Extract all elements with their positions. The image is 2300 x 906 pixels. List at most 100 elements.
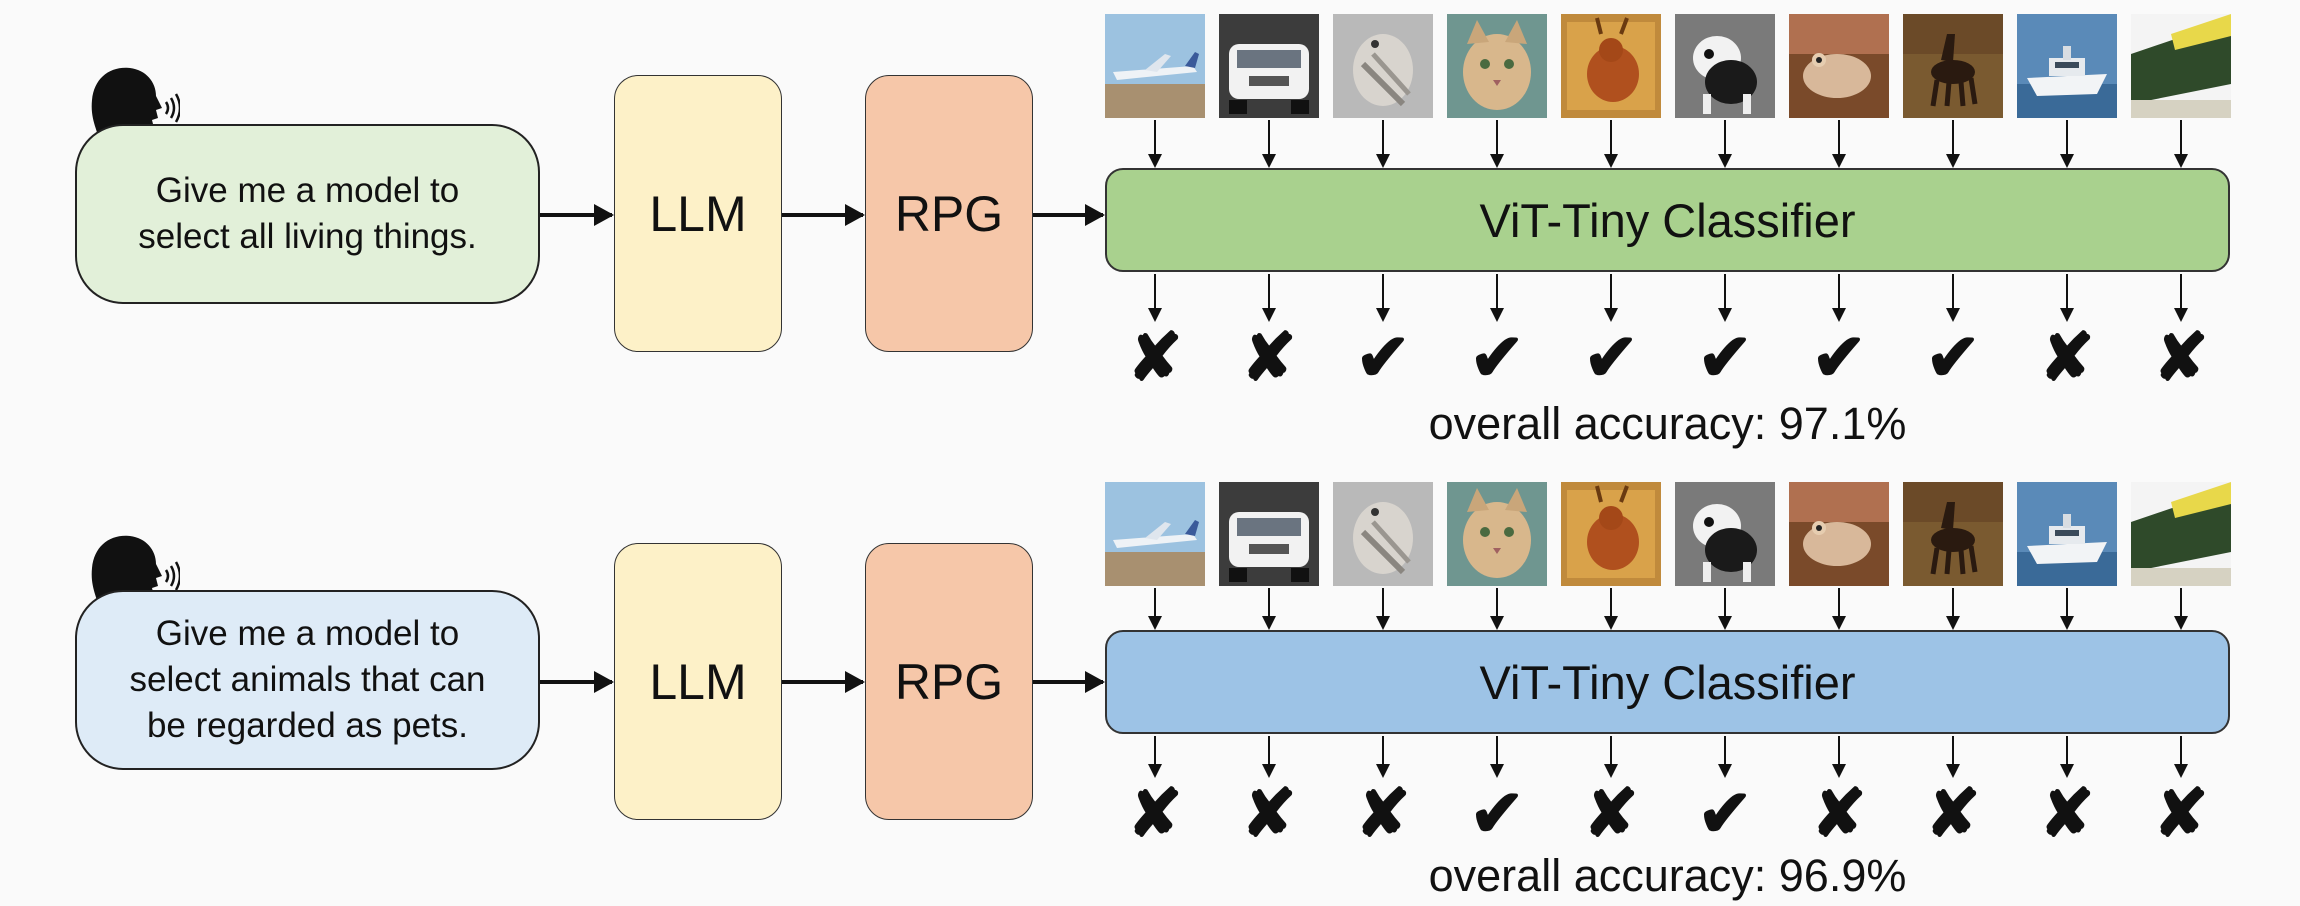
prompt-line: Give me a model to <box>155 171 460 210</box>
cross-mark-icon: ✘ <box>1355 776 1411 850</box>
thumbnail-ship <box>2017 482 2117 586</box>
arrow-image-to-classifier <box>1946 120 1960 168</box>
arrow-classifier-to-mark <box>1148 274 1162 322</box>
arrow-image-to-classifier <box>1718 120 1732 168</box>
thumbnail-bird <box>1333 14 1433 118</box>
llm-box: LLM <box>614 543 782 820</box>
arrow-image-to-classifier <box>1148 120 1162 168</box>
arrow-classifier-to-mark <box>1262 274 1276 322</box>
arrow-image-to-classifier <box>1376 120 1390 168</box>
arrow-image-to-classifier <box>1604 120 1618 168</box>
llm-box: LLM <box>614 75 782 352</box>
rpg-box: RPG <box>865 543 1033 820</box>
arrow-classifier-to-mark <box>1376 274 1390 322</box>
thumbnail-airplane <box>1105 482 1205 586</box>
arrow-classifier-to-mark <box>1490 274 1504 322</box>
arrow-image-to-classifier <box>1148 588 1162 630</box>
rpg-box: RPG <box>865 75 1033 352</box>
prompt-line: Give me a model to <box>155 614 460 653</box>
arrow-image-to-classifier <box>2060 120 2074 168</box>
cross-mark-icon: ✘ <box>1127 776 1183 850</box>
arrow-classifier-to-mark <box>1718 736 1732 778</box>
check-mark-icon: ✔ <box>1469 320 1525 394</box>
arrow-prompt-to-llm <box>540 671 614 693</box>
check-mark-icon: ✔ <box>1925 320 1981 394</box>
prompt-line: select animals that can <box>129 660 486 699</box>
classifier-box: ViT-Tiny Classifier <box>1105 168 2230 272</box>
thumbnail-airplane <box>1105 14 1205 118</box>
arrow-classifier-to-mark <box>2060 736 2074 778</box>
cross-mark-icon: ✘ <box>1127 320 1183 394</box>
arrow-image-to-classifier <box>2174 588 2188 630</box>
arrow-classifier-to-mark <box>1604 736 1618 778</box>
arrow-image-to-classifier <box>1376 588 1390 630</box>
arrow-image-to-classifier <box>2174 120 2188 168</box>
cross-mark-icon: ✘ <box>1241 320 1297 394</box>
cross-mark-icon: ✘ <box>1241 776 1297 850</box>
cross-mark-icon: ✘ <box>2039 776 2095 850</box>
arrow-classifier-to-mark <box>1832 274 1846 322</box>
cross-mark-icon: ✘ <box>1583 776 1639 850</box>
thumbnail-dog <box>1675 14 1775 118</box>
check-mark-icon: ✔ <box>1697 776 1753 850</box>
thumbnail-cat <box>1447 14 1547 118</box>
thumbnail-truck <box>2131 482 2231 586</box>
arrow-llm-to-rpg <box>782 204 865 226</box>
arrow-classifier-to-mark <box>1946 274 1960 322</box>
prompt-bubble: Give me a model to select all living thi… <box>75 124 540 304</box>
arrow-image-to-classifier <box>1832 588 1846 630</box>
accuracy-label: overall accuracy: 96.9% <box>1428 850 1907 901</box>
prompt-bubble: Give me a model to select animals that c… <box>75 590 540 770</box>
check-mark-icon: ✔ <box>1355 320 1411 394</box>
check-mark-icon: ✔ <box>1697 320 1753 394</box>
thumbnail-frog <box>1789 482 1889 586</box>
arrow-prompt-to-llm <box>540 204 614 226</box>
thumbnail-horse <box>1903 482 2003 586</box>
arrow-classifier-to-mark <box>2060 274 2074 322</box>
arrow-image-to-classifier <box>1946 588 1960 630</box>
arrow-classifier-to-mark <box>1718 274 1732 322</box>
thumbnail-automobile <box>1219 482 1319 586</box>
arrow-image-to-classifier <box>1718 588 1732 630</box>
arrow-classifier-to-mark <box>2174 736 2188 778</box>
thumbnail-deer <box>1561 14 1661 118</box>
cross-mark-icon: ✘ <box>2153 776 2209 850</box>
arrow-classifier-to-mark <box>1832 736 1846 778</box>
cross-mark-icon: ✘ <box>2153 320 2209 394</box>
cross-mark-icon: ✘ <box>2039 320 2095 394</box>
arrow-llm-to-rpg <box>782 671 865 693</box>
thumbnail-truck <box>2131 14 2231 118</box>
arrow-image-to-classifier <box>1832 120 1846 168</box>
cross-mark-icon: ✘ <box>1811 776 1867 850</box>
check-mark-icon: ✔ <box>1469 776 1525 850</box>
prompt-line: be regarded as pets. <box>146 706 469 745</box>
arrow-classifier-to-mark <box>1376 736 1390 778</box>
thumbnail-bird <box>1333 482 1433 586</box>
thumbnail-horse <box>1903 14 2003 118</box>
prompt-line: select all living things. <box>138 217 477 256</box>
thumbnail-ship <box>2017 14 2117 118</box>
arrow-classifier-to-mark <box>1262 736 1276 778</box>
arrow-classifier-to-mark <box>1148 736 1162 778</box>
arrow-image-to-classifier <box>1262 120 1276 168</box>
check-mark-icon: ✔ <box>1811 320 1867 394</box>
arrow-rpg-to-classifier <box>1033 204 1105 226</box>
accuracy-label: overall accuracy: 97.1% <box>1428 398 1907 449</box>
arrow-image-to-classifier <box>1604 588 1618 630</box>
thumbnail-cat <box>1447 482 1547 586</box>
classifier-box: ViT-Tiny Classifier <box>1105 630 2230 734</box>
cross-mark-icon: ✘ <box>1925 776 1981 850</box>
arrow-classifier-to-mark <box>1490 736 1504 778</box>
thumbnail-automobile <box>1219 14 1319 118</box>
arrow-image-to-classifier <box>2060 588 2074 630</box>
arrow-image-to-classifier <box>1262 588 1276 630</box>
thumbnail-dog <box>1675 482 1775 586</box>
arrow-image-to-classifier <box>1490 588 1504 630</box>
thumbnail-deer <box>1561 482 1661 586</box>
arrow-classifier-to-mark <box>1604 274 1618 322</box>
arrow-image-to-classifier <box>1490 120 1504 168</box>
thumbnail-frog <box>1789 14 1889 118</box>
arrow-classifier-to-mark <box>1946 736 1960 778</box>
arrow-classifier-to-mark <box>2174 274 2188 322</box>
